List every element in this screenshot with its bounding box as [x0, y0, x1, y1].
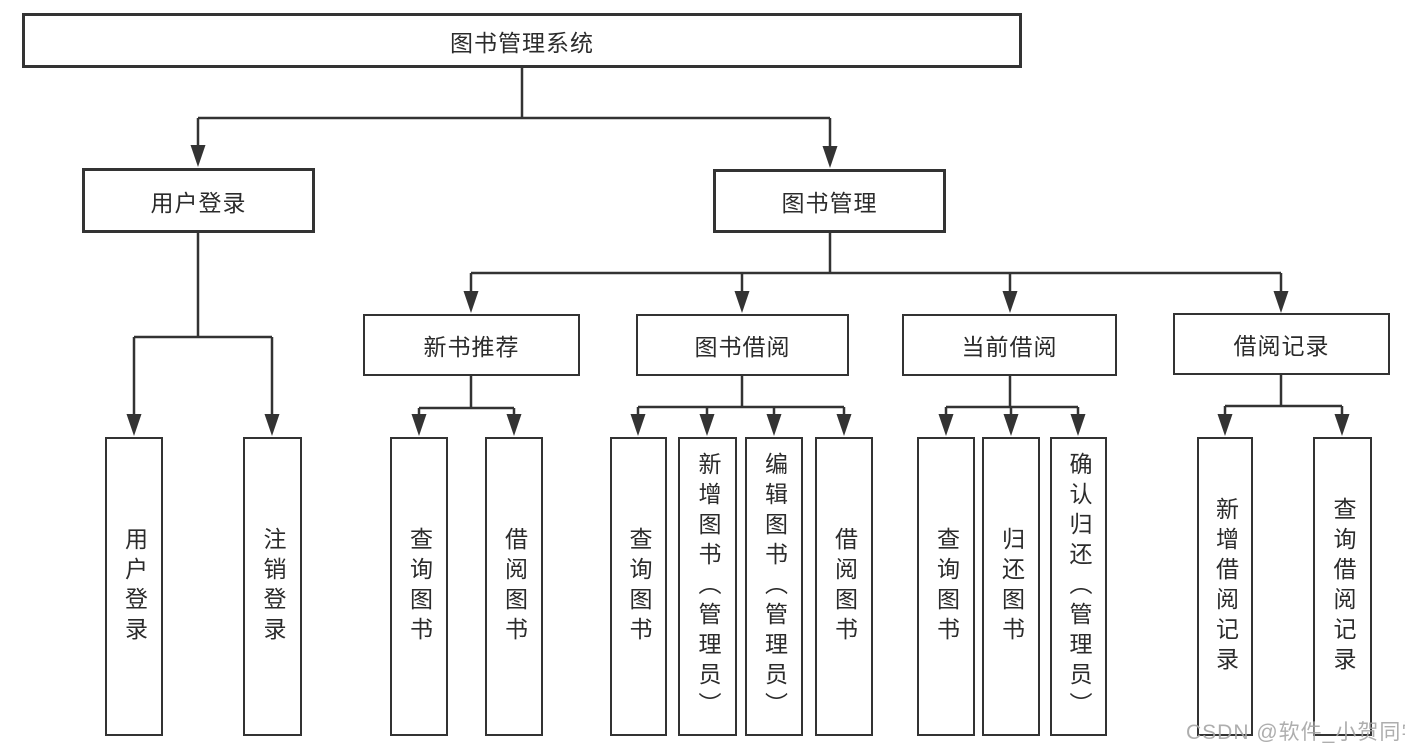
leaf-book-borrow-query: 查询图书 — [610, 437, 667, 736]
leaf-current-return: 归还图书 — [982, 437, 1040, 736]
leaf-records-add: 新增借阅记录 — [1197, 437, 1253, 736]
arrow-icon — [1002, 291, 1018, 313]
arrow-icon — [1070, 414, 1086, 436]
csdn-watermark: CSDN @软件_小贺同学 — [1186, 721, 1405, 744]
leaf-book-borrow-edit: 编辑图书（管理员） — [745, 437, 803, 736]
arrow-icon — [411, 414, 427, 436]
leaf-label: 注销登录 — [260, 526, 286, 647]
connector-book-mgmt-to-level3 — [469, 233, 1283, 292]
node-root: 图书管理系统 — [22, 13, 1022, 68]
node-new-books-label: 新书推荐 — [423, 334, 520, 360]
leaf-label: 编辑图书（管理员） — [761, 451, 788, 722]
node-user-login-label: 用户登录 — [150, 189, 247, 216]
leaf-records-query: 查询借阅记录 — [1313, 437, 1372, 736]
leaf-book-borrow-add: 新增图书（管理员） — [678, 437, 737, 736]
leaf-label: 查询借阅记录 — [1330, 496, 1356, 677]
node-root-label: 图书管理系统 — [450, 29, 594, 56]
leaf-label: 查询图书 — [406, 526, 433, 647]
leaf-label: 确认归还（管理员） — [1066, 451, 1092, 722]
arrow-icon — [822, 146, 838, 168]
leaf-new-books-query: 查询图书 — [390, 437, 448, 736]
node-borrow-records: 借阅记录 — [1173, 313, 1390, 375]
arrow-icon — [126, 414, 142, 436]
arrow-icon — [766, 414, 782, 436]
arrow-icon — [1273, 291, 1289, 313]
arrow-icon — [1003, 414, 1019, 436]
leaf-label: 借阅图书 — [831, 526, 858, 647]
node-borrow-records-label: 借阅记录 — [1233, 333, 1330, 359]
node-current-borrow-label: 当前借阅 — [961, 334, 1058, 360]
arrow-icon — [938, 414, 954, 436]
node-book-borrow-label: 图书借阅 — [694, 334, 791, 360]
arrow-icon — [1217, 414, 1233, 436]
leaf-current-confirm: 确认归还（管理员） — [1050, 437, 1107, 736]
node-current-borrow: 当前借阅 — [902, 314, 1117, 376]
connector-borrow-records-to-leaves — [1223, 375, 1344, 416]
connector-book-borrow-to-leaves — [636, 376, 846, 416]
leaf-book-borrow-borrow: 借阅图书 — [815, 437, 873, 736]
arrow-icon — [630, 414, 646, 436]
arrow-icon — [463, 291, 479, 313]
node-book-borrow: 图书借阅 — [636, 314, 849, 376]
leaf-new-books-borrow: 借阅图书 — [485, 437, 543, 736]
arrow-icon — [836, 414, 852, 436]
node-book-mgmt: 图书管理 — [713, 169, 946, 233]
node-user-login: 用户登录 — [82, 168, 315, 233]
leaf-label: 借阅图书 — [501, 526, 528, 647]
connector-new-books-to-leaves — [417, 376, 516, 416]
arrow-icon — [264, 414, 280, 436]
leaf-user-login: 用户登录 — [105, 437, 163, 736]
node-book-mgmt-label: 图书管理 — [781, 190, 878, 216]
arrow-icon — [734, 291, 750, 313]
arrow-icon — [506, 414, 522, 436]
connector-root-to-level2 — [196, 68, 832, 148]
leaf-label: 归还图书 — [998, 526, 1025, 647]
arrow-icon — [699, 414, 715, 436]
leaf-label: 用户登录 — [121, 526, 148, 647]
leaf-label: 查询图书 — [626, 526, 652, 647]
leaf-label: 新增借阅记录 — [1212, 496, 1239, 677]
arrow-icon — [190, 145, 206, 167]
arrow-icon — [1334, 414, 1350, 436]
leaf-label: 查询图书 — [933, 526, 960, 647]
leaf-label: 新增图书（管理员） — [695, 451, 721, 722]
connector-current-borrow-to-leaves — [944, 376, 1080, 416]
node-new-books: 新书推荐 — [363, 314, 580, 376]
leaf-current-query: 查询图书 — [917, 437, 975, 736]
leaf-logout: 注销登录 — [243, 437, 302, 736]
connector-user-login-to-leaves — [132, 233, 274, 416]
